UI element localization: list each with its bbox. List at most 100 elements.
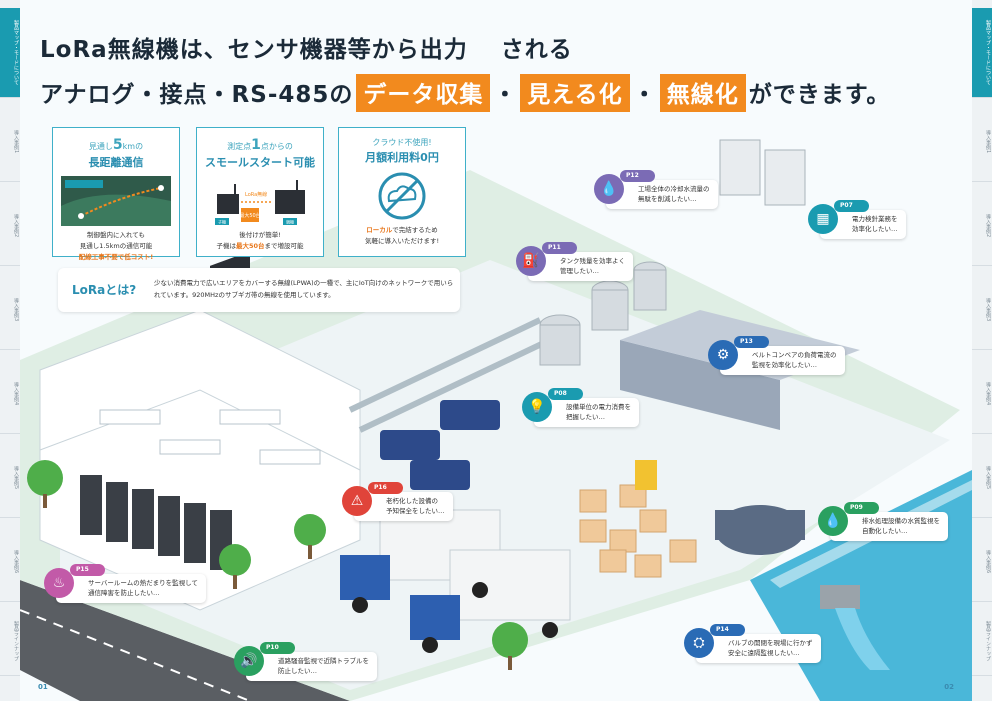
callout-line: 通信障害を防止したい… [88,589,160,597]
callout-line: 予知保全をしたい… [386,507,445,515]
callout-p12[interactable]: 💧 P12 工場全体の冷却水流量の 無駄を削減したい… [594,170,718,209]
rail-tab[interactable]: 製品ラインナップ [0,606,20,676]
device-illustration: LoRa無線 最大50台 子機 親機 [205,176,315,226]
rail-tab[interactable]: 導入事例2 [972,186,992,266]
callout-line: 管理したい… [560,267,599,275]
card-sub-post: 点からの [260,142,293,151]
tank-icon: ⛽ [516,246,546,276]
lora-wireless-label: LoRa無線 [245,191,267,198]
conveyor-icon: ⚙ [708,340,738,370]
right-nav-rail: 製品マップ・モードについて 導入事例1 導入事例2 導入事例3 導入事例4 導入… [972,0,992,701]
card-desc-highlight: ローカル [366,226,393,234]
page-ref-badge: P07 [834,200,869,212]
card-sub-number: 5 [112,137,123,153]
page-ref-badge: P16 [368,482,403,494]
card-desc-line: 見通し1.5kmの通信可能 [79,242,153,250]
rail-tab[interactable]: 導入事例1 [972,102,992,182]
callout-line: 自動化したい… [862,527,908,535]
callout-line: ベルトコンベアの負荷電流の [752,351,837,359]
card-title: 月額利用料0円 [365,151,439,164]
rail-tab-active[interactable]: 製品マップ・モードについて [972,8,992,98]
page-number-right: 02 [944,683,954,691]
heat-icon: ♨ [44,568,74,598]
rail-tab[interactable]: 導入事例3 [0,270,20,350]
rail-tab[interactable]: 導入事例4 [0,354,20,434]
callout-p11[interactable]: ⛽ P11 タンク残量を効率よく 管理したい… [516,242,633,281]
page-ref-badge: P12 [620,170,655,182]
rail-tab[interactable]: 製品ラインナップ [972,606,992,676]
card-description: 制御盤内に入れても 見通し1.5kmの通信可能 配線工事不要で低コスト! [53,230,179,263]
page-ref-badge: P10 [260,642,295,654]
callout-p13[interactable]: ⚙ P13 ベルトコンベアの負荷電流の 監視を効率化したい… [708,336,845,375]
rail-tab[interactable]: 導入事例1 [0,102,20,182]
rail-tab[interactable]: 導入事例5 [972,438,992,518]
callout-line: 工場全体の冷却水流量の [638,185,710,193]
card-description: 後付けが簡単! 子機は最大50台まで増設可能 [197,230,323,252]
callout-line: 把握したい… [566,413,605,421]
rail-tab[interactable]: 導入事例2 [0,186,20,266]
card-desc-line: 子機は最大50台まで増設可能 [197,241,323,252]
headline-separator: ・ [632,82,657,108]
card-sub-post: kmの [122,142,144,151]
callout-p09[interactable]: 💧 P09 排水処理設備の水質監視を 自動化したい… [818,502,948,541]
card-desc-line: ローカルで完結するため [339,225,465,236]
callout-line: バルブの開閉を現場に行かず [728,639,813,647]
card-description: ローカルで完結するため 気軽に導入いただけます! [339,225,465,247]
callout-line: 安全に遠隔監視したい… [728,649,800,657]
feature-card-no-fee: クラウド不使用! 月額利用料0円 ローカルで完結するため 気軽に導入いただけます… [338,127,466,257]
rail-tab[interactable]: 導入事例4 [972,354,992,434]
map-illustration [61,176,171,226]
card-sub-pre: 測定点 [227,142,252,151]
card-subtitle: 測定点1点からの [197,137,323,153]
headline-prefix: アナログ・接点・RS-485の [40,82,354,108]
callout-p15[interactable]: ♨ P15 サーバールームの熱だまりを監視して 通信障害を防止したい… [44,564,206,603]
callout-p14[interactable]: ⛭ P14 バルブの開閉を現場に行かず 安全に遠隔監視したい… [684,624,821,663]
feature-card-small-start: 測定点1点からの スモールスタート可能 LoRa無線 最大50台 子機 親機 後… [196,127,324,257]
card-desc-highlight: 最大50台 [235,242,265,250]
callout-line: 道路騒音監視で近隣トラブルを [278,657,369,665]
card-subtitle: クラウド不使用! [372,138,432,147]
card-desc-line: 制御盤内に入れても [87,231,145,239]
callout-line: 老朽化した設備の [386,497,438,505]
callout-p10[interactable]: 🔊 P10 道路騒音監視で近隣トラブルを 防止したい… [234,642,377,681]
callout-line: 排水処理設備の水質監視を [862,517,940,525]
callout-p16[interactable]: ⚠ P16 老朽化した設備の 予知保全をしたい… [342,482,453,521]
page-number-left: 01 [38,683,48,691]
no-cloud-icon [347,171,457,221]
card-title: 長距離通信 [88,156,144,169]
callout-p07[interactable]: ▦ P07 電力検針業務を 効率化したい… [808,200,906,239]
warning-icon: ⚠ [342,486,372,516]
valve-icon: ⛭ [684,628,714,658]
card-desc-post: で完結するため [392,226,438,234]
lightbulb-icon: 💡 [522,392,552,422]
callout-p08[interactable]: 💡 P08 設備単位の電力消費を 把握したい… [522,388,639,427]
card-desc-highlight: 配線工事不要で低コスト! [78,253,154,261]
page-ref-badge: P15 [70,564,105,576]
badge-data-collection: データ収集 [356,74,491,112]
callout-line: タンク残量を効率よく [560,257,625,265]
parent-unit-label: 親機 [286,219,294,225]
rail-tab[interactable]: 導入事例5 [0,438,20,518]
rail-tab[interactable]: 導入事例6 [972,522,992,602]
water-drop-icon: 💧 [594,174,624,204]
water-quality-icon: 💧 [818,506,848,536]
page-ref-badge: P13 [734,336,769,348]
lora-explanation-box: LoRaとは? 少ない消費電力で広いエリアをカバーする無線(LPWA)の一種で、… [58,268,460,312]
headline-separator: ・ [493,82,518,108]
callout-line: 無駄を削減したい… [638,195,697,203]
callout-line: 防止したい… [278,667,317,675]
rail-tab[interactable]: 導入事例3 [972,270,992,350]
lora-description: 少ない消費電力で広いエリアをカバーする無線(LPWA)の一種で、主にIoT向けの… [154,279,454,299]
speaker-icon: 🔊 [234,646,264,676]
badge-wireless: 無線化 [659,74,746,112]
callout-line: 監視を効率化したい… [752,361,817,369]
left-nav-rail: 製品マップ・モードについて 導入事例1 導入事例2 導入事例3 導入事例4 導入… [0,0,20,701]
page-ref-badge: P09 [844,502,879,514]
callout-line: 効率化したい… [852,225,898,233]
card-subtitle: 見通し5kmの [53,137,179,153]
rail-tab[interactable]: 導入事例6 [0,522,20,602]
lora-title: LoRaとは? [72,283,137,297]
child-unit-label: 子機 [218,219,226,225]
card-desc-line: 気軽に導入いただけます! [364,237,440,245]
rail-tab-active[interactable]: 製品マップ・モードについて [0,8,20,98]
